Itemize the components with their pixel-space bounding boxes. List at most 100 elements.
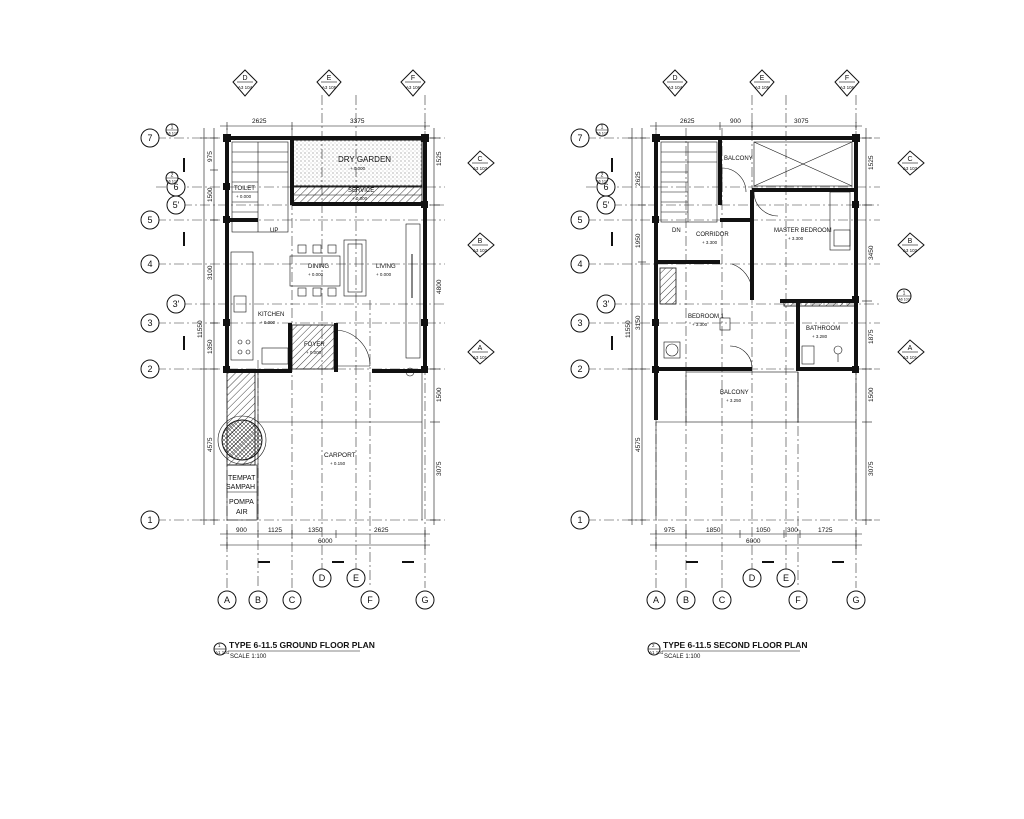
- svg-text:A3 105: A3 105: [322, 85, 337, 90]
- dim-top-2625: 2625: [252, 118, 267, 125]
- dim-bottom-900: 900: [236, 527, 247, 534]
- svg-text:4: 4: [147, 259, 152, 269]
- dim-bottom-1350: 1350: [308, 527, 323, 534]
- dim-left-4575: 4575: [635, 437, 642, 452]
- dim-bottom-6000: 6000: [318, 538, 333, 545]
- grid-bubble-row-4: 4: [140, 254, 160, 274]
- level-living: + 0.000: [376, 272, 392, 277]
- view-number: 1: [218, 643, 221, 648]
- plan-title: TYPE 6-11.5 SECOND FLOOR PLAN: [663, 640, 808, 650]
- grid-bubble-row-5': 5': [596, 195, 616, 215]
- grid-bubble-col-E: E: [346, 568, 366, 588]
- grid-bubble-col-E: E: [776, 568, 796, 588]
- svg-text:A6 103: A6 103: [898, 298, 909, 302]
- view-number: 2: [652, 643, 655, 648]
- svg-text:1: 1: [601, 125, 604, 131]
- kitchen-counter: [230, 251, 289, 365]
- svg-text:A6 101: A6 101: [166, 132, 177, 136]
- top-dimensions: 2625 900 3075: [650, 118, 862, 130]
- room-label-pompa: POMPA: [229, 499, 254, 506]
- grid-bubble-col-B: B: [676, 590, 696, 610]
- room-label-foyer: FOYER: [304, 342, 325, 348]
- grid-bubble-col-C: C: [712, 590, 732, 610]
- svg-text:1: 1: [171, 125, 174, 131]
- section-marker-F: FA3 106: [834, 69, 860, 97]
- svg-text:G: G: [421, 595, 428, 605]
- dim-right-1500: 1500: [868, 387, 875, 402]
- dim-bottom-6000: 6000: [746, 538, 761, 545]
- svg-text:2: 2: [171, 173, 174, 179]
- detail-marker-1: 1A6 101: [165, 123, 179, 137]
- grid-bubble-col-A: A: [646, 590, 666, 610]
- bottom-dimensions: 900 1125 1350 2625 6000: [220, 527, 430, 549]
- svg-text:E: E: [327, 75, 332, 82]
- svg-text:6: 6: [603, 182, 608, 192]
- section-cut-marks: [611, 158, 844, 563]
- svg-text:C: C: [477, 156, 482, 163]
- level-dry-garden: + 0.000: [350, 166, 366, 171]
- dim-right-1525: 1525: [868, 155, 875, 170]
- level-balcony-bottom: + 3.250: [726, 398, 742, 403]
- dim-left-11550: 11550: [625, 320, 632, 338]
- room-label-bathroom: BATHROOM: [806, 326, 840, 332]
- svg-text:F: F: [411, 75, 415, 82]
- left-dimensions: 2625 1950 3150 11550 4575: [625, 128, 646, 525]
- room-label-master-bedroom: MASTER BEDROOM: [774, 228, 832, 234]
- dim-left-1950: 1950: [635, 233, 642, 248]
- svg-text:A: A: [224, 595, 230, 605]
- svg-text:A3 105: A3 105: [755, 85, 770, 90]
- dim-left-11550: 11550: [197, 320, 204, 338]
- svg-text:5': 5': [603, 200, 610, 210]
- grid-bubble-col-D: D: [312, 568, 332, 588]
- grid-bubble-row-4: 4: [570, 254, 590, 274]
- svg-text:A3 103: A3 103: [473, 166, 488, 171]
- section-marker-F: FA3 106: [400, 69, 426, 97]
- grid-bubble-row-1: 1: [570, 510, 590, 530]
- level-kitchen: + 0.000: [260, 320, 276, 325]
- svg-text:3: 3: [577, 318, 582, 328]
- room-label-dining: DINING: [308, 264, 329, 270]
- view-sheet: A1 101: [649, 650, 664, 655]
- columns: [652, 134, 860, 373]
- columns: [223, 134, 429, 373]
- section-marker-E: EA3 105: [749, 69, 775, 97]
- grid-bubble-col-A: A: [217, 590, 237, 610]
- stair: [231, 141, 289, 233]
- section-marker-C: CA3 103: [897, 150, 925, 176]
- grid-bubble-col-C: C: [282, 590, 302, 610]
- section-marker-B: BA3 102: [467, 232, 495, 258]
- grid-bubble-row-3: 3: [140, 313, 160, 333]
- bottom-dimensions: 975 1850 1050 300 1725 6000: [650, 527, 862, 549]
- svg-text:A3 104: A3 104: [238, 85, 253, 90]
- level-carport: + 0.150: [330, 461, 346, 466]
- room-label-tempat: TEMPAT: [228, 475, 256, 482]
- level-service: + 0.000: [352, 196, 368, 201]
- svg-text:5: 5: [577, 215, 582, 225]
- svg-text:A6 102: A6 102: [166, 180, 177, 184]
- detail-marker-2: 2A6 102: [595, 171, 609, 185]
- svg-text:G: G: [852, 595, 859, 605]
- svg-text:A3 102: A3 102: [903, 248, 918, 253]
- right-dimensions: 1525 3450 1875 1500 3075: [862, 128, 875, 525]
- grid-bubble-row-5': 5': [166, 195, 186, 215]
- svg-text:3': 3': [603, 299, 610, 309]
- svg-text:F: F: [367, 595, 373, 605]
- plan-title-block: 1 A1 101 TYPE 6-11.5 GROUND FLOOR PLAN S…: [213, 640, 375, 660]
- foyer-hatch: [291, 324, 335, 370]
- room-label-service: SERVICE: [348, 188, 374, 194]
- svg-text:B: B: [255, 595, 261, 605]
- tree-symbol: [217, 415, 267, 465]
- svg-text:A: A: [653, 595, 659, 605]
- svg-text:3': 3': [173, 299, 180, 309]
- svg-text:1: 1: [903, 291, 906, 297]
- room-label-balcony-bottom: BALCONY: [720, 390, 749, 396]
- svg-text:7: 7: [147, 133, 152, 143]
- room-label-air: AIR: [236, 509, 248, 516]
- dim-right-1525: 1525: [436, 151, 443, 166]
- dim-right-1875: 1875: [868, 329, 875, 344]
- svg-text:A: A: [908, 345, 913, 352]
- grid-bubble-row-1: 1: [140, 510, 160, 530]
- dim-bottom-2625: 2625: [374, 527, 389, 534]
